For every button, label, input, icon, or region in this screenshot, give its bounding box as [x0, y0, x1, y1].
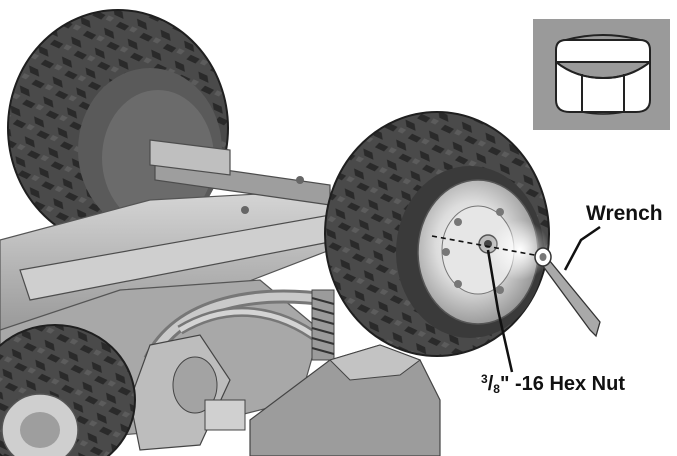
wrench-leader-line [563, 225, 601, 271]
front-right-tire [324, 111, 550, 357]
hex-nut-size-denominator: 8 [493, 382, 500, 396]
shock-absorber [311, 289, 335, 361]
axle-guide-line [431, 235, 546, 258]
hex-nut-size-numerator: 3 [481, 372, 488, 386]
front-left-tire [0, 324, 136, 456]
hex-nut-size-slash: / [487, 373, 494, 395]
hex-nut-label-text: " -16 Hex Nut [499, 373, 626, 395]
hex-nut-icon [555, 34, 651, 115]
wrench-icon [534, 247, 601, 338]
wheel-hub [417, 179, 539, 325]
motor-housing [129, 334, 246, 451]
hex-nut-label: 3/8" -16 Hex Nut [481, 372, 626, 396]
hex-nut-inset [533, 19, 670, 130]
hex-nut-leader-line [486, 249, 514, 373]
wrench-label: Wrench [586, 202, 663, 225]
